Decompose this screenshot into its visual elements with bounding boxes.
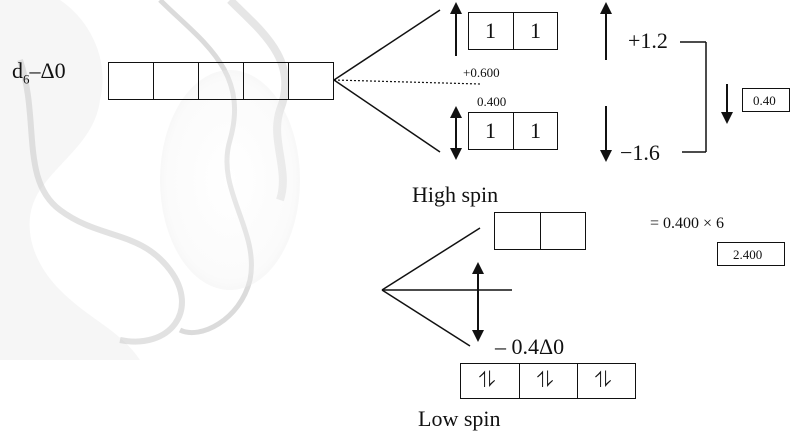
high-spin-eg-box: 1 1 — [468, 12, 558, 50]
lower-offset-label: 0.400 — [477, 94, 507, 109]
high-spin-label: High spin — [412, 182, 499, 207]
low-spin-t2g-box: ⥮ ⥮ ⥮ — [460, 363, 636, 399]
low-spin-result-box: 2.400 — [717, 242, 785, 266]
lower-energy-label: −1.6 — [620, 140, 660, 165]
high-spin-result-value: 0.40 — [753, 93, 776, 108]
low-spin-energy-label: – 0.4Δ0 — [495, 334, 565, 359]
eg-electron-2: 1 — [530, 18, 541, 43]
paired-electrons-2: ⥮ — [537, 368, 553, 393]
configuration-label: d6–Δ0 — [12, 58, 66, 87]
low-spin-equation: = 0.400 × 6 — [650, 215, 725, 232]
high-spin-result-box: 0.40 — [742, 88, 790, 112]
degenerate-orbital-box — [108, 62, 334, 100]
high-spin-t2g-box: 1 1 — [468, 112, 558, 150]
paired-electrons-3: ⥮ — [595, 368, 611, 393]
low-spin-eg-box — [494, 212, 586, 250]
t2g-electron-1: 1 — [485, 118, 496, 143]
t2g-electron-2: 1 — [530, 118, 541, 143]
low-spin-label: Low spin — [418, 406, 501, 431]
configuration-text: d6–Δ0 — [12, 58, 66, 87]
low-spin-result-value: 2.400 — [733, 247, 763, 262]
paired-electrons-1: ⥮ — [479, 368, 495, 393]
eg-electron-1: 1 — [485, 18, 496, 43]
upper-offset-label: +0.600 — [463, 65, 500, 80]
upper-energy-label: +1.2 — [628, 28, 668, 53]
